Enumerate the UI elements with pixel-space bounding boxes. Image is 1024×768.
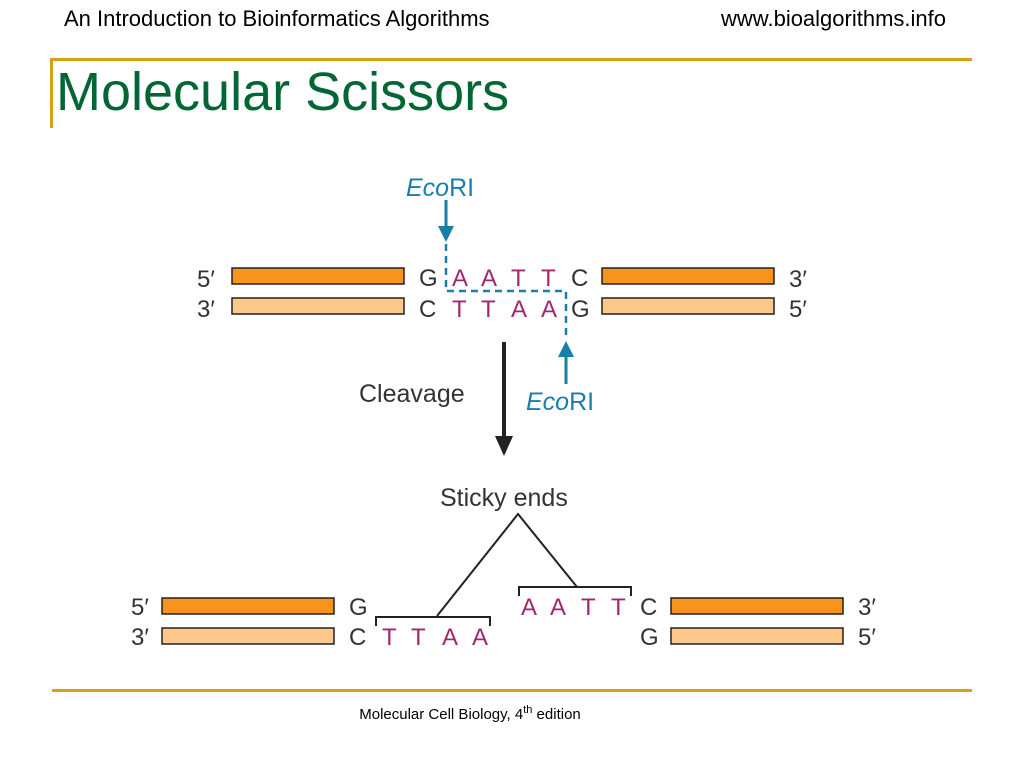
before-bottom-site-base: A — [511, 296, 527, 323]
cleavage-arrow — [495, 342, 513, 456]
before-strand-top-right — [601, 267, 775, 285]
before-top-left-end: 5′ — [197, 266, 215, 293]
sticky-ends-pointer — [436, 512, 578, 617]
caption-superscript: th — [523, 704, 533, 716]
after-strand-top-left — [161, 597, 335, 615]
after-left-overhang-base: T — [382, 624, 397, 651]
title-rule-horizontal — [50, 58, 972, 61]
before-top-left-base: G — [419, 265, 438, 292]
before-bottom-right-end: 5′ — [789, 296, 807, 323]
course-title: An Introduction to Bioinformatics Algori… — [64, 6, 490, 31]
before-top-site-base: A — [481, 265, 497, 292]
after-right-overhang-base: T — [611, 594, 626, 621]
sticky-ends-label: Sticky ends — [440, 484, 568, 512]
source-caption: Molecular Cell Biology, 4th edition — [0, 704, 940, 723]
before-bottom-site-base: A — [541, 296, 557, 323]
cleavage-label: Cleavage — [359, 380, 465, 408]
title-rule-vertical — [50, 58, 53, 128]
website-url: www.bioalgorithms.info — [721, 6, 946, 31]
before-strand-bottom-right — [601, 297, 775, 315]
before-bottom-site-base: T — [452, 296, 467, 323]
caption-prefix: Molecular Cell Biology, 4 — [359, 706, 524, 723]
after-left-overhang-base: A — [472, 624, 488, 651]
before-top-site-base: T — [511, 265, 526, 292]
after-strand-top-right — [670, 597, 844, 615]
left-overhang-bracket — [375, 616, 491, 626]
enzyme-arrow-bottom — [558, 341, 574, 384]
after-right-overhang-base: A — [550, 594, 566, 621]
after-left-top-base: G — [349, 594, 368, 621]
before-strand-bottom-left — [231, 297, 405, 315]
after-right-overhang-base: T — [581, 594, 596, 621]
after-right-overhang-base: A — [521, 594, 537, 621]
after-bottom-right-end: 5′ — [858, 624, 876, 651]
before-top-site-base: A — [452, 265, 468, 292]
caption-suffix: edition — [532, 706, 581, 723]
enzyme-label-bottom: EcoRI — [526, 388, 594, 416]
after-strand-bottom-left — [161, 627, 335, 645]
before-bottom-site-base: T — [481, 296, 496, 323]
before-bottom-right-base: G — [571, 296, 590, 323]
enzyme-label-top: EcoRI — [406, 174, 474, 202]
after-left-bottom-base: C — [349, 624, 366, 651]
after-right-top-base: C — [640, 594, 657, 621]
enzyme-arrow-top — [438, 200, 454, 242]
after-left-overhang-base: A — [442, 624, 458, 651]
slide-title: Molecular Scissors — [56, 62, 510, 122]
after-top-left-end: 5′ — [131, 594, 149, 621]
footer-rule — [52, 689, 972, 692]
before-bottom-left-base: C — [419, 296, 436, 323]
after-bottom-left-end: 3′ — [131, 624, 149, 651]
before-top-site-base: T — [541, 265, 556, 292]
after-top-right-end: 3′ — [858, 594, 876, 621]
before-bottom-left-end: 3′ — [197, 296, 215, 323]
before-top-right-end: 3′ — [789, 266, 807, 293]
right-overhang-bracket — [518, 586, 632, 596]
after-left-overhang-base: T — [411, 624, 426, 651]
before-strand-top-left — [231, 267, 405, 285]
after-strand-bottom-right — [670, 627, 844, 645]
before-top-right-base: C — [571, 265, 588, 292]
after-right-bottom-base: G — [640, 624, 659, 651]
